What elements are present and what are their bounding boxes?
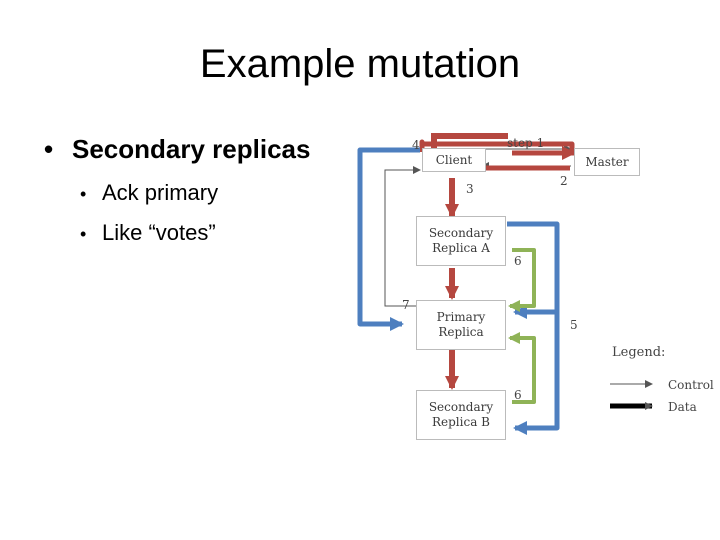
main-bullet-text: Secondary replicas — [72, 134, 311, 164]
client-node: Client — [422, 148, 486, 172]
secondary-replica-b-node: Secondary Replica B — [416, 390, 506, 440]
bullet-marker: • — [80, 224, 87, 244]
main-bullet: • Secondary replicas — [44, 134, 310, 165]
blue-step5-upper — [507, 221, 560, 319]
blue-step5-lower — [513, 312, 560, 435]
legend-control-label: Control — [668, 378, 714, 392]
legend-title: Legend: — [612, 345, 666, 360]
primary-line1: Primary — [436, 310, 486, 324]
secondary-b-line2: Replica B — [431, 415, 490, 429]
secondary-replica-a-node: Secondary Replica A — [416, 216, 506, 266]
green-ack-b — [508, 332, 536, 404]
master-label: Master — [585, 154, 629, 169]
legend-data-label: Data — [668, 400, 697, 414]
secondary-b-line1: Secondary — [428, 400, 494, 414]
step6a-label: 6 — [514, 254, 522, 268]
step6b-label: 6 — [514, 388, 522, 402]
step5-label: 5 — [570, 318, 578, 332]
primary-line2: Replica — [438, 325, 484, 339]
diagram-arrows — [357, 133, 653, 435]
sub-bullet-ack: • Ack primary — [80, 180, 218, 206]
master-node: Master — [574, 148, 640, 176]
step7-arrow — [384, 166, 421, 307]
step4-label: 4 — [412, 138, 420, 152]
bullet-marker: • — [80, 184, 87, 204]
green-ack-a — [508, 248, 536, 312]
bullet-marker: • — [44, 134, 54, 164]
secondary-a-line1: Secondary — [428, 226, 494, 240]
sub-bullet-votes: • Like “votes” — [80, 220, 216, 246]
sub-bullet-text: Ack primary — [102, 180, 219, 205]
mutation-diagram: Client Master Secondary Replica A Primar… — [352, 126, 720, 442]
secondary-a-line2: Replica A — [432, 241, 490, 255]
step1-label: step 1 — [507, 136, 545, 150]
step2-label: 2 — [560, 174, 568, 188]
sub-bullet-text: Like “votes” — [102, 220, 216, 245]
client-label: Client — [435, 152, 473, 167]
blue-step4-path — [357, 147, 420, 331]
slide-title: Example mutation — [199, 42, 521, 86]
step7-label: 7 — [402, 298, 410, 312]
step3-label: 3 — [466, 182, 474, 196]
primary-replica-node: Primary Replica — [416, 300, 506, 350]
